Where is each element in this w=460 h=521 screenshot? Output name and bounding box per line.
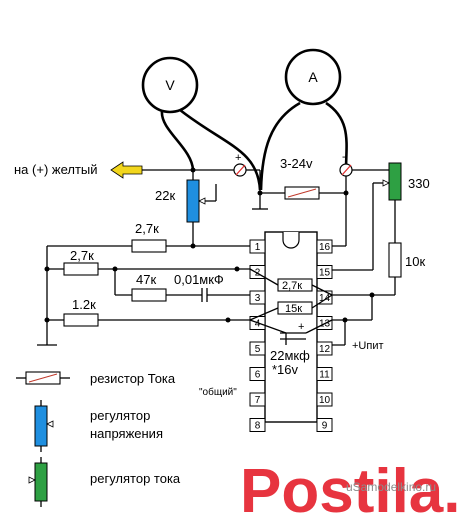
junction-dot (225, 317, 231, 323)
current-pot-label: 330 (408, 176, 430, 191)
voltage-pot-wiper (198, 184, 217, 205)
voltmeter-label: V (165, 77, 175, 93)
chip-pin-number: 5 (255, 344, 261, 355)
ground-pin-label: "общий" (199, 386, 237, 398)
chip-pin-number: 7 (255, 395, 261, 406)
resistor-10k-label: 10к (405, 254, 425, 269)
resistor-15k-label: 15к (285, 303, 302, 315)
wire (249, 268, 279, 286)
wire (311, 284, 333, 296)
resistor-47k-label: 47к (136, 272, 156, 287)
legend-current-resistor-symbol (25, 371, 61, 385)
chip-pin-number: 11 (319, 370, 330, 381)
output-positive-label: на (+) желтый (14, 162, 98, 177)
watermark-postila: Postila.ru (240, 457, 460, 521)
chip-pin-15: 15 (316, 265, 333, 279)
chip-pin-number: 15 (319, 268, 331, 279)
chip-pin-7: 7 (249, 392, 266, 407)
chip-pin-11: 11 (316, 367, 333, 381)
chip-pin-8: 8 (249, 418, 266, 432)
minus-terminal (339, 163, 353, 177)
junction-dot (343, 190, 349, 196)
current-potentiometer (388, 162, 402, 201)
chip-pin-number: 14 (319, 293, 331, 304)
capacitor-0-01uf-label: 0,01мкФ (174, 272, 224, 287)
ic-chip (264, 231, 318, 423)
chip-pin-14: 14 (316, 290, 333, 305)
chip-pins-right: 16 15 14 13 12 11 10 9 (316, 239, 333, 432)
resistor-1k2 (63, 313, 99, 327)
output-arrow (110, 161, 143, 179)
voltmeter: V (141, 56, 199, 114)
junction-dot (234, 266, 240, 272)
vcc-label: +Uпит (352, 340, 384, 352)
chip-pin-1: 1 (249, 239, 266, 254)
wire (305, 319, 333, 334)
legend-current-pot-arrow (28, 476, 36, 484)
legend-current-reg-label: регулятор тока (90, 471, 181, 486)
plus-terminal (233, 163, 247, 177)
wire (249, 319, 287, 334)
chip-pin-number: 8 (255, 421, 261, 432)
current-pot-wiper (372, 179, 390, 270)
ammeter-lead-left (259, 101, 301, 191)
legend-voltage-pot-symbol (34, 405, 48, 447)
legend-voltage-reg-line1: регулятор (90, 408, 150, 423)
legend-voltage-reg-line2: напряжения (90, 426, 163, 441)
capacitor-22uf-label: 22мкф (270, 348, 310, 363)
chip-pin-number: 4 (255, 319, 261, 330)
chip-pin-6: 6 (249, 367, 266, 381)
resistor-2k7-mid (63, 262, 99, 276)
voltmeter-lead-plus (160, 110, 195, 171)
chip-pin-number: 10 (319, 395, 331, 406)
plus-sign: + (235, 152, 241, 164)
chip-pin-number: 12 (319, 344, 331, 355)
chip-pin-number: 6 (255, 370, 261, 381)
chip-pin-number: 9 (322, 421, 328, 432)
ammeter-label: A (308, 69, 318, 85)
resistor-2k7-mid-label: 2,7к (70, 248, 94, 263)
chip-pin-9: 9 (316, 418, 333, 432)
resistor-2k7-top-label: 2,7к (135, 221, 159, 236)
chip-pin-number: 3 (255, 293, 261, 304)
resistor-2k7-top (131, 239, 167, 253)
ammeter: A (284, 48, 342, 106)
wire (311, 294, 333, 309)
chip-pin-5: 5 (249, 341, 266, 356)
chip-pin-10: 10 (316, 392, 333, 407)
voltage-pot-label: 22к (155, 188, 175, 203)
resistor-10k (388, 242, 402, 278)
chip-pin-3: 3 (249, 290, 266, 305)
voltmeter-lead-minus (179, 108, 262, 191)
wire (249, 307, 279, 321)
capacitor-voltage-label: *16v (272, 362, 299, 377)
minus-sign: - (342, 151, 346, 163)
resistor-47k (131, 288, 167, 302)
ammeter-lead-right (325, 101, 348, 171)
chip-pin-12: 12 (316, 341, 333, 356)
legend-voltage-pot-arrow (46, 420, 54, 428)
capacitor-plus-sign: + (298, 321, 304, 333)
current-sense-resistor (284, 186, 320, 200)
resistor-1k2-label: 1.2к (72, 297, 96, 312)
legend-current-pot-symbol (34, 462, 48, 502)
chip-pin-16: 16 (316, 239, 333, 254)
chip-pin-13: 13 (316, 316, 333, 330)
voltage-potentiometer (186, 179, 200, 223)
chip-pin-number: 1 (255, 242, 261, 253)
watermark-source: uSamodelkino.ru (346, 480, 436, 494)
legend: резистор Тока регулятор напряжения регул… (16, 371, 181, 507)
resistor-2k7-chip-label: 2,7к (282, 280, 302, 292)
chip-pin-number: 16 (319, 242, 331, 253)
legend-current-resistor-label: резистор Тока (90, 371, 176, 386)
supply-range-label: 3-24v (280, 156, 313, 171)
